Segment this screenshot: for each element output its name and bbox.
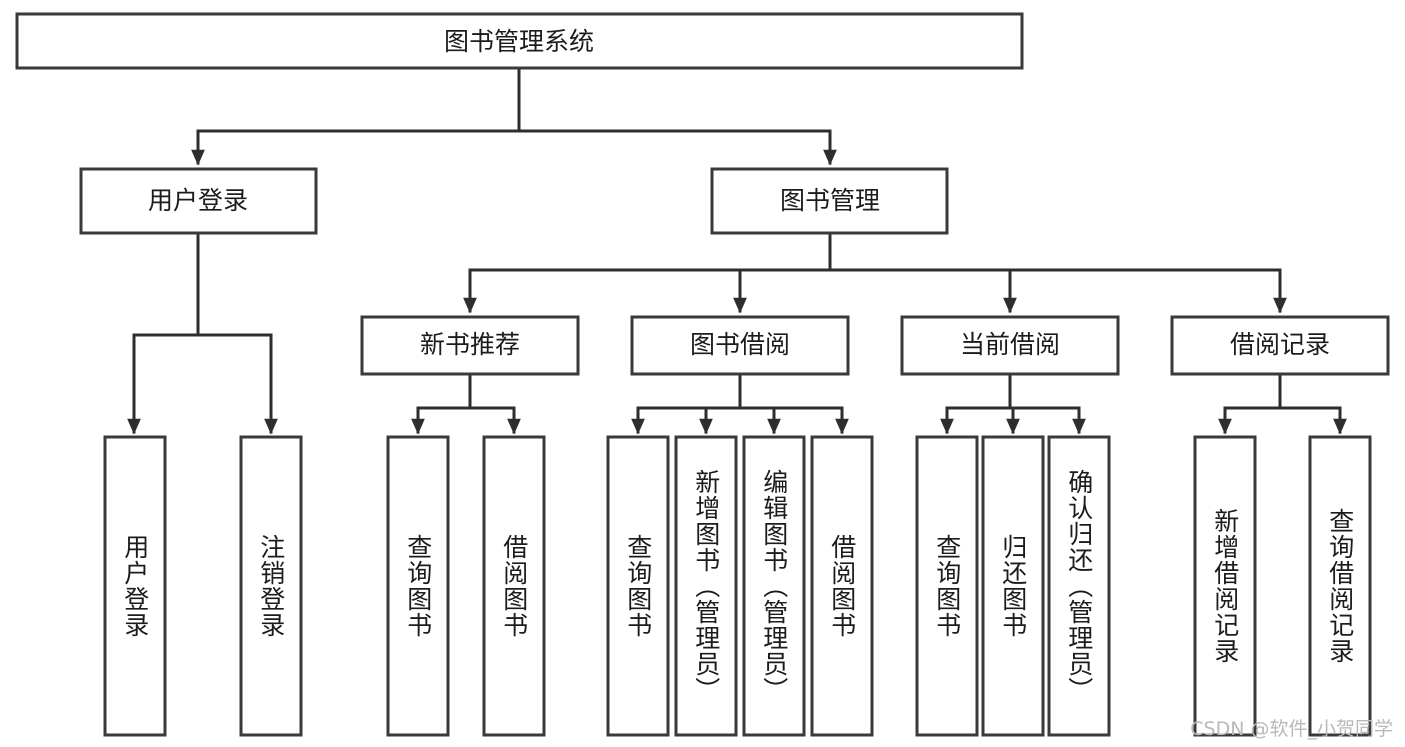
leaf-box-book-borrow-0[interactable] (606, 435, 670, 737)
node-new-book-recommend[interactable]: 新书推荐 (360, 315, 580, 376)
node-current-borrow[interactable]: 当前借阅 (900, 315, 1120, 376)
node-current-borrow-label: 当前借阅 (960, 330, 1060, 359)
node-root[interactable]: 图书管理系统 (15, 12, 1024, 70)
node-borrow-record-label: 借阅记录 (1230, 330, 1330, 359)
node-root-box[interactable] (15, 12, 1024, 70)
leaf-box-new-book-1[interactable] (482, 435, 546, 737)
node-user-login[interactable]: 用户登录 (79, 167, 318, 235)
leaf-box-user-login-0[interactable] (103, 435, 167, 737)
node-new-book-recommend-label: 新书推荐 (420, 330, 520, 359)
leaf-box-book-borrow-2[interactable] (742, 435, 806, 737)
leaf-box-current-borrow-2[interactable] (1047, 435, 1111, 737)
node-borrow-record-box[interactable] (1170, 315, 1390, 376)
leaf-box-book-borrow-1[interactable] (674, 435, 738, 737)
node-root-label: 图书管理系统 (444, 27, 594, 56)
node-book-manage-box[interactable] (710, 167, 949, 235)
node-book-manage[interactable]: 图书管理 (710, 167, 949, 235)
leaf-box-borrow-record-0[interactable] (1193, 435, 1257, 737)
node-user-login-label: 用户登录 (148, 186, 248, 215)
watermark: CSDN @软件_小贺同学 (1190, 718, 1393, 740)
node-book-borrow[interactable]: 图书借阅 (630, 315, 850, 376)
node-book-borrow-box[interactable] (630, 315, 850, 376)
node-borrow-record[interactable]: 借阅记录 (1170, 315, 1390, 376)
leaf-box-current-borrow-1[interactable] (981, 435, 1045, 737)
leaf-box-new-book-0[interactable] (386, 435, 450, 737)
node-book-borrow-label: 图书借阅 (690, 330, 790, 359)
leaf-box-borrow-record-1[interactable] (1308, 435, 1372, 737)
leaf-box-user-login-1[interactable] (239, 435, 303, 737)
leaf-box-book-borrow-3[interactable] (810, 435, 874, 737)
node-current-borrow-box[interactable] (900, 315, 1120, 376)
leaf-box-current-borrow-0[interactable] (915, 435, 979, 737)
node-user-login-box[interactable] (79, 167, 318, 235)
node-book-manage-label: 图书管理 (780, 186, 880, 215)
node-new-book-recommend-box[interactable] (360, 315, 580, 376)
